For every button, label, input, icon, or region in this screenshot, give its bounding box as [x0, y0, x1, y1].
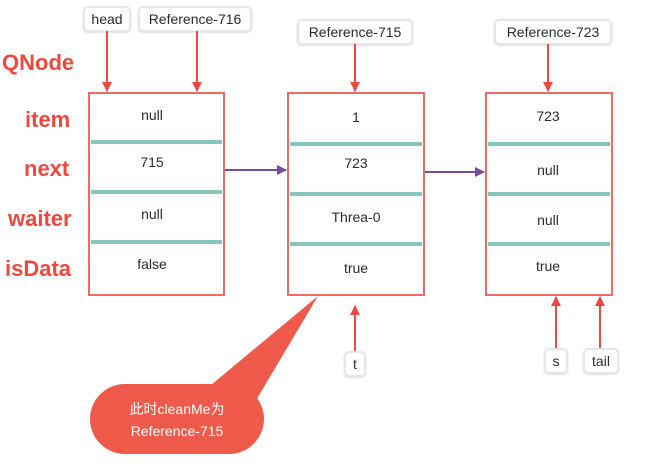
field-label-isdata: isData	[5, 256, 72, 281]
node-1-waiter-value: null	[141, 206, 163, 222]
field-label-next: next	[24, 156, 70, 181]
node-2-divider-1	[290, 142, 422, 146]
node-3-divider-3	[488, 242, 610, 246]
pointer-label-ref723: Reference-723	[494, 19, 612, 45]
node-3-next-value: null	[537, 162, 559, 178]
pointer-label-t-text: t	[353, 356, 357, 372]
pointer-label-ref716: Reference-716	[138, 6, 252, 32]
node-1-isdata-value: false	[137, 256, 167, 272]
node-2: 1 723 Threa-0 true	[287, 92, 425, 296]
node-2-next-value: 723	[344, 155, 368, 171]
pointer-label-t: t	[344, 351, 366, 377]
node-3-divider-2	[488, 192, 610, 196]
node-2-divider-3	[290, 242, 422, 246]
pointer-label-head: head	[83, 6, 131, 32]
node-1-divider-2	[91, 190, 222, 194]
pointer-label-ref715-text: Reference-715	[309, 24, 402, 40]
node-1-divider-1	[91, 140, 222, 144]
pointer-label-head-text: head	[91, 11, 122, 27]
node-1-item-value: null	[141, 107, 163, 123]
node-2-divider-2	[290, 192, 422, 196]
pointer-label-ref715: Reference-715	[297, 19, 413, 45]
callout-line-2: Reference-715	[131, 423, 224, 439]
node-3: 723 null null true	[485, 92, 613, 296]
node-3-isdata-value: true	[536, 258, 560, 274]
node-3-divider-1	[488, 142, 610, 146]
node-2-isdata-value: true	[344, 260, 368, 276]
node-2-item-value: 1	[352, 109, 360, 125]
pointer-label-tail-text: tail	[592, 353, 610, 369]
qnode-title: QNode	[2, 50, 74, 75]
node-1-next-value: 715	[140, 154, 164, 170]
field-label-item: item	[25, 107, 70, 132]
callout-bubble	[90, 384, 264, 454]
field-label-waiter: waiter	[7, 206, 72, 231]
pointer-label-ref723-text: Reference-723	[507, 24, 600, 40]
pointer-label-s-text: s	[553, 353, 560, 369]
node-3-waiter-value: null	[537, 212, 559, 228]
node-1-divider-3	[91, 240, 222, 244]
pointer-label-ref716-text: Reference-716	[149, 11, 242, 27]
node-3-item-value: 723	[536, 108, 560, 124]
node-1: null 715 null false	[88, 92, 225, 296]
node-2-waiter-value: Threa-0	[331, 209, 380, 225]
callout-tail	[205, 296, 318, 402]
pointer-label-s: s	[544, 348, 568, 374]
pointer-label-tail: tail	[583, 348, 619, 374]
callout-line-1: 此时cleanMe为	[130, 401, 225, 417]
cleanme-callout: 此时cleanMe为 Reference-715	[90, 296, 318, 454]
